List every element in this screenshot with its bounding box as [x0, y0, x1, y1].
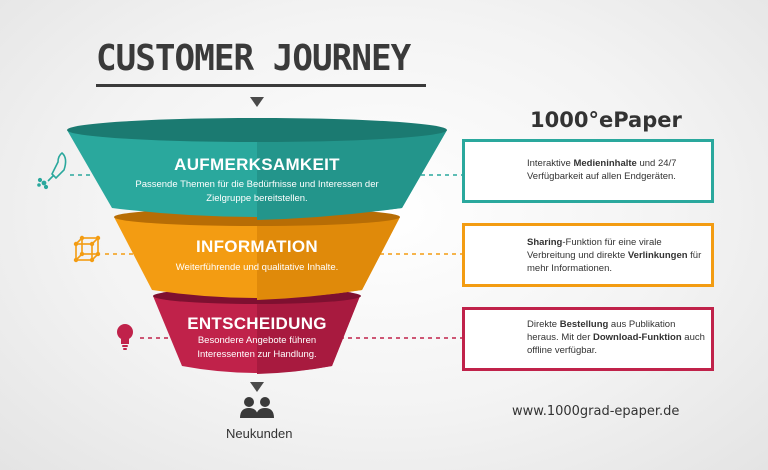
feature-box-2	[462, 223, 714, 287]
feature-text-segment: Interaktive	[527, 158, 574, 169]
arrow-down-bottom	[250, 382, 264, 392]
outcome-label: Neukunden	[226, 426, 293, 441]
stage-description-information: Weiterführende und qualitative Inhalte.	[175, 262, 339, 273]
feature-text-segment: Download-Funktion	[593, 332, 682, 343]
feature-box-1	[462, 139, 714, 203]
feature-text-segment: und 24/7 Verfügbarkeit auf allen Endgerä…	[527, 158, 677, 182]
feature-text-segment: Medieninhalte	[573, 158, 637, 169]
rocket-icon	[37, 151, 67, 190]
users-icon	[240, 397, 274, 418]
arrow-down-top	[250, 97, 264, 107]
stage-title-aufmerksamkeit: AUFMERKSAMKEIT	[174, 155, 340, 174]
feature-text-segment: für mehr Informationen.	[527, 250, 702, 274]
brand-logo-text: 1000°ePaper	[530, 108, 682, 132]
feature-text-segment: Bestellung	[559, 319, 609, 330]
feature-text-segment: aus Publikation heraus. Mit der	[527, 319, 676, 343]
cube-network-icon	[73, 235, 101, 263]
feature-text-segment: auch offline verfügbar.	[527, 332, 705, 356]
feature-text-3: Direkte Bestellung aus Publikation herau…	[527, 318, 707, 357]
feature-text-1: Interaktive Medieninhalte und 24/7 Verfü…	[527, 157, 707, 183]
funnel-stage-aufmerksamkeit	[67, 118, 447, 220]
feature-text-2: Sharing-Funktion für eine virale Verbrei…	[527, 236, 707, 275]
stage-title-information: INFORMATION	[196, 237, 318, 256]
website-link[interactable]: www.1000grad-epaper.de	[512, 404, 680, 419]
feature-text-segment: Verlinkungen	[627, 250, 688, 261]
title-underline	[96, 84, 426, 87]
feature-text-segment: Direkte	[527, 319, 560, 330]
stage-title-entscheidung: ENTSCHEIDUNG	[187, 314, 327, 333]
feature-text-segment: Sharing	[527, 237, 563, 248]
lightbulb-icon	[117, 324, 133, 350]
page-title: CUSTOMER JOURNEY	[96, 38, 411, 79]
stage-description-entscheidung: Besondere Angebote führen Interessenten …	[197, 335, 317, 360]
stage-description-aufmerksamkeit: Passende Themen für die Bedürfnisse und …	[135, 179, 379, 204]
funnel-stage-information	[114, 208, 400, 300]
feature-text-segment: -Funktion für eine virale Verbreitung un…	[527, 237, 662, 261]
feature-box-3	[462, 307, 714, 371]
